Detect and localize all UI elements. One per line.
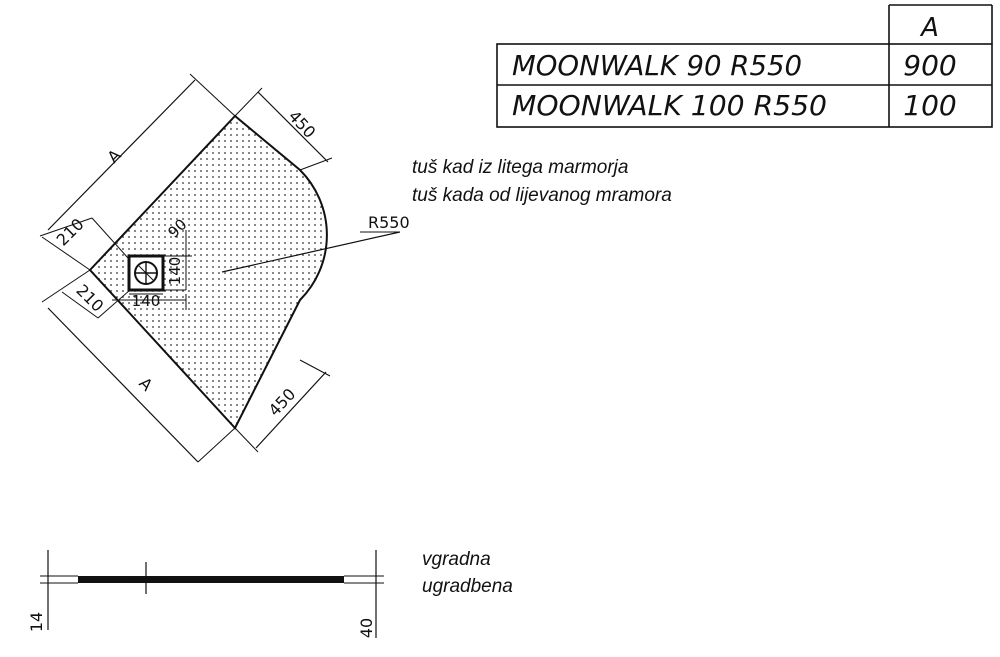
install-note-slovenian: vgradna xyxy=(422,549,491,570)
dim-drain-size-horizontal: 140 xyxy=(132,292,161,310)
dim-height-right: 40 xyxy=(357,618,376,638)
install-note-croatian: ugradbena xyxy=(422,576,513,597)
dimension-lines xyxy=(39,73,401,463)
drain-icon xyxy=(127,254,165,292)
dim-drain-size-vertical: 140 xyxy=(166,257,184,286)
dim-straight-top: 450 xyxy=(285,107,320,142)
spec-table: A MOONWALK 90 R550 900 MOONWALK 100 R550… xyxy=(496,4,993,128)
table-row-a-value: 100 xyxy=(903,89,956,122)
material-note-slovenian: tuš kad iz litega marmorja xyxy=(412,157,628,178)
tray-outline xyxy=(88,114,328,430)
tray-section-view xyxy=(40,550,384,638)
shower-tray-plan xyxy=(88,114,328,430)
table-row-model: MOONWALK 100 R550 xyxy=(512,89,827,122)
dim-side-bottom: A xyxy=(135,374,156,395)
dim-side-top: A xyxy=(104,145,125,166)
dim-drain-offset-left: 210 xyxy=(72,281,107,316)
table-row-a-value: 900 xyxy=(903,49,956,82)
dim-height-left: 14 xyxy=(27,612,46,632)
table-header-a: A xyxy=(919,13,939,43)
table-row-model: MOONWALK 90 R550 xyxy=(512,49,802,82)
tray-profile xyxy=(78,576,344,583)
dim-straight-bottom: 450 xyxy=(265,385,300,420)
dim-radius: R550 xyxy=(368,213,410,232)
material-note-croatian: tuš kada od lijevanog mramora xyxy=(412,185,672,206)
